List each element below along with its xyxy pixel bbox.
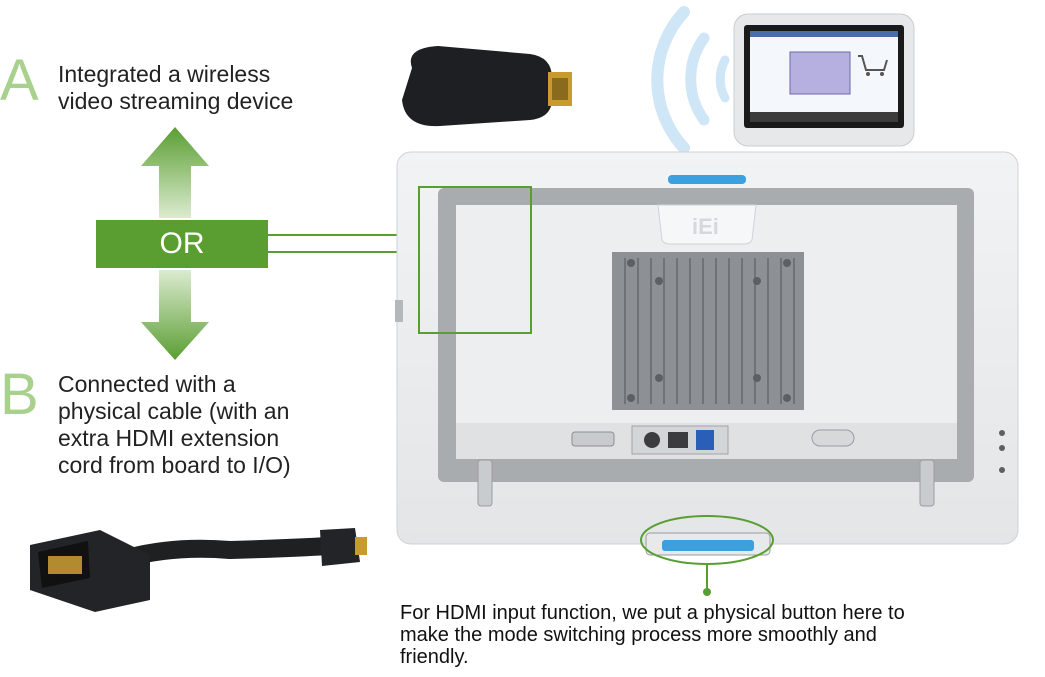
wireless-area-highlight — [418, 186, 532, 334]
iei-logo: iEi — [692, 214, 719, 239]
up-arrow-icon — [141, 127, 209, 218]
or-label: OR — [159, 227, 205, 260]
option-a-letter: A — [0, 48, 39, 113]
or-label-box: OR — [96, 220, 268, 268]
option-b-line: Connected with a — [58, 371, 236, 397]
hdmi-dongle-image — [402, 46, 572, 127]
panel-pc-back-image — [395, 151, 1019, 556]
caption-line: For HDMI input function, we put a physic… — [400, 602, 905, 624]
option-b-line: physical cable (with an — [58, 398, 290, 424]
hdmi-button-highlight — [640, 515, 774, 596]
option-b-line: cord from board to I/O) — [58, 452, 291, 478]
option-a-line: video streaming device — [58, 88, 294, 114]
hdmi-button-caption: For HDMI input function, we put a physic… — [400, 602, 1020, 668]
option-a-line: Integrated a wireless — [58, 61, 271, 87]
or-connector-lines — [268, 234, 419, 253]
option-b-description: Connected with a physical cable (with an… — [58, 371, 291, 479]
wifi-signal-icon — [651, 6, 730, 154]
down-arrow-icon — [141, 270, 209, 360]
mini-tablet-image — [733, 13, 915, 147]
caption-line: friendly. — [400, 646, 469, 668]
option-b-line: extra HDMI extension — [58, 425, 280, 451]
option-a-description: Integrated a wireless video streaming de… — [58, 61, 293, 115]
caption-line: make the mode switching process more smo… — [400, 624, 877, 646]
option-b-letter: B — [0, 362, 39, 427]
hdmi-extension-cable-image — [30, 528, 367, 612]
